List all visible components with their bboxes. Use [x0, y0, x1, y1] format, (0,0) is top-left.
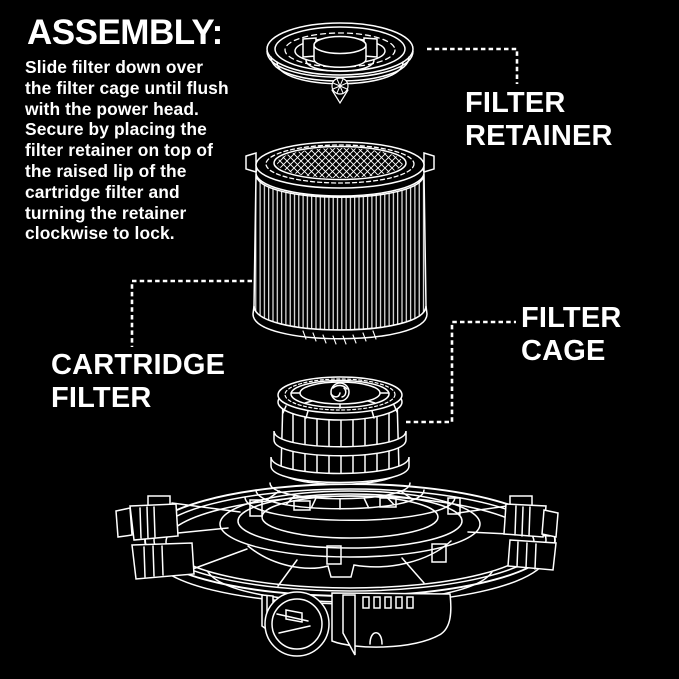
filter-cage-illustration [270, 376, 410, 485]
instruction-line: the raised lip of the [25, 160, 187, 181]
cartridge-filter-illustration [245, 141, 435, 345]
instruction-line: clockwise to lock. [25, 223, 175, 244]
connector-filter-cage [406, 320, 516, 424]
power-head-illustration [115, 482, 559, 657]
assembly-instructions: Slide filter down over the filter cage u… [25, 57, 229, 244]
instruction-line: with the power head. [25, 98, 199, 119]
label-filter-cage: FILTER CAGE [521, 302, 622, 367]
instruction-line: Slide filter down over [25, 57, 204, 77]
label-cartridge-filter: CARTRIDGE FILTER [51, 349, 226, 414]
instruction-line: cartridge filter and [25, 181, 180, 202]
instruction-line: turning the retainer [25, 202, 187, 223]
instruction-line: filter retainer on top of [25, 140, 214, 161]
instruction-line: the filter cage until flush [25, 77, 229, 98]
assembly-title: ASSEMBLY: [27, 13, 223, 52]
label-filter-retainer: FILTER RETAINER [465, 87, 613, 152]
instruction-line: Secure by placing the [25, 119, 207, 140]
connector-filter-retainer [427, 47, 519, 84]
filter-retainer-illustration [266, 22, 414, 105]
connector-cartridge-filter [130, 279, 252, 347]
